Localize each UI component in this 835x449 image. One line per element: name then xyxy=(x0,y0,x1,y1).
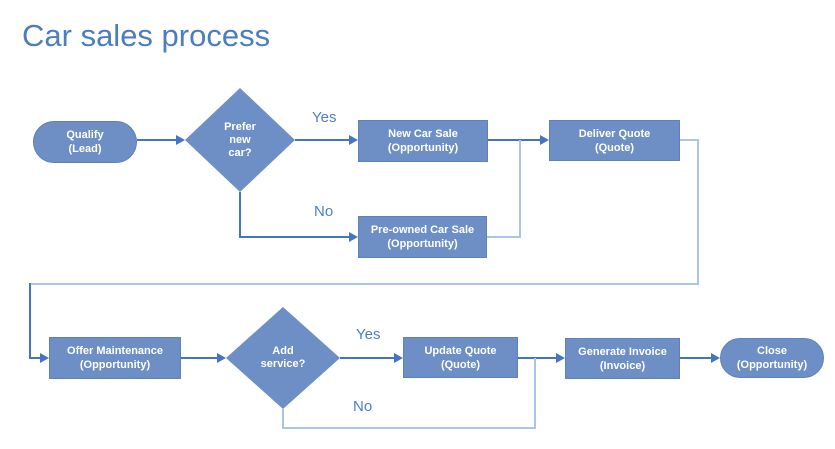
connector-prefer-no-horizontal xyxy=(239,236,349,238)
connector-wrap-long-horizontal xyxy=(29,283,699,285)
connector-wrap-into-offer xyxy=(29,357,41,359)
edge-label-no-prefer: No xyxy=(314,203,334,220)
node-close-opportunity: Close (Opportunity) xyxy=(720,338,824,378)
node-label-line: (Quote) xyxy=(594,141,635,154)
node-qualify-lead: Qualify (Lead) xyxy=(33,121,137,163)
connector-wrap-exit-horizontal xyxy=(680,139,698,141)
node-label-line: (Opportunity) xyxy=(387,238,458,250)
node-label-line: Pre-owned Car Sale xyxy=(370,224,475,236)
edge-label-no-service: No xyxy=(353,398,373,415)
node-label-line: New Car Sale xyxy=(388,128,458,140)
arrowhead-into-addservice xyxy=(217,353,226,363)
node-deliver-quote: Deliver Quote (Quote) xyxy=(549,120,680,161)
connector-preowned-join-vertical xyxy=(519,140,521,237)
node-update-quote: Update Quote (Quote) xyxy=(403,337,518,378)
arrowhead-into-prefer xyxy=(176,135,185,145)
connector-newcar-to-deliver xyxy=(488,139,540,141)
node-label-line: Generate Invoice xyxy=(578,345,667,358)
node-label-line: Add xyxy=(272,345,294,357)
node-label-line: Close xyxy=(757,345,787,357)
arrowhead-into-preowned xyxy=(349,232,358,242)
node-label-line: Deliver Quote xyxy=(578,127,651,140)
node-new-car-sale: New Car Sale (Opportunity) xyxy=(358,120,488,162)
node-label-line: new xyxy=(229,133,251,146)
node-label-line: Offer Maintenance xyxy=(67,345,163,357)
node-label-line: (Invoice) xyxy=(599,359,646,372)
edge-label-yes-service: Yes xyxy=(356,326,381,343)
connector-service-no-vertical xyxy=(282,409,284,429)
connector-update-to-invoice xyxy=(518,357,557,359)
connector-addservice-yes-to-update xyxy=(340,357,395,359)
node-label-line: (Opportunity) xyxy=(79,359,151,371)
node-label-line: (Opportunity) xyxy=(387,142,459,154)
node-generate-invoice: Generate Invoice (Invoice) xyxy=(565,338,680,379)
edge-label-yes-prefer: Yes xyxy=(312,109,337,126)
connector-prefer-no-vertical xyxy=(239,192,241,238)
arrowhead-into-offer xyxy=(40,353,49,363)
connector-preowned-join-horizontal xyxy=(487,236,521,238)
connector-service-no-horizontal xyxy=(282,427,536,429)
node-label-line: Prefer xyxy=(224,120,256,133)
node-label-line: Qualify xyxy=(66,129,104,141)
node-offer-maintenance: Offer Maintenance (Opportunity) xyxy=(49,337,181,379)
connector-invoice-to-close xyxy=(680,357,712,359)
arrowhead-into-newcar xyxy=(349,135,358,145)
node-label-line: (Opportunity) xyxy=(736,359,808,371)
node-preowned-car-sale: Pre-owned Car Sale (Opportunity) xyxy=(358,216,487,258)
node-decision-prefer-new-car: Prefer new car? xyxy=(185,88,295,192)
node-label-line: Update Quote xyxy=(424,344,497,357)
connector-service-no-join-vertical xyxy=(534,358,536,429)
node-label-line: service? xyxy=(260,358,306,370)
node-label-line: (Quote) xyxy=(440,358,481,371)
arrowhead-into-invoice xyxy=(556,353,565,363)
connector-prefer-yes-to-newcar xyxy=(295,139,349,141)
node-label-line: (Lead) xyxy=(68,143,102,155)
arrowhead-into-update xyxy=(394,353,403,363)
connector-offer-to-addservice xyxy=(181,357,218,359)
arrowhead-into-deliver xyxy=(540,135,549,145)
page-title: Car sales process xyxy=(22,18,271,53)
connector-qualify-to-prefer xyxy=(137,139,176,141)
arrowhead-into-close xyxy=(711,353,720,363)
node-label-line: car? xyxy=(228,146,252,159)
node-decision-add-service: Add service? xyxy=(226,307,340,409)
connector-wrap-right-vertical xyxy=(697,139,699,285)
connector-wrap-left-vertical xyxy=(29,283,31,359)
